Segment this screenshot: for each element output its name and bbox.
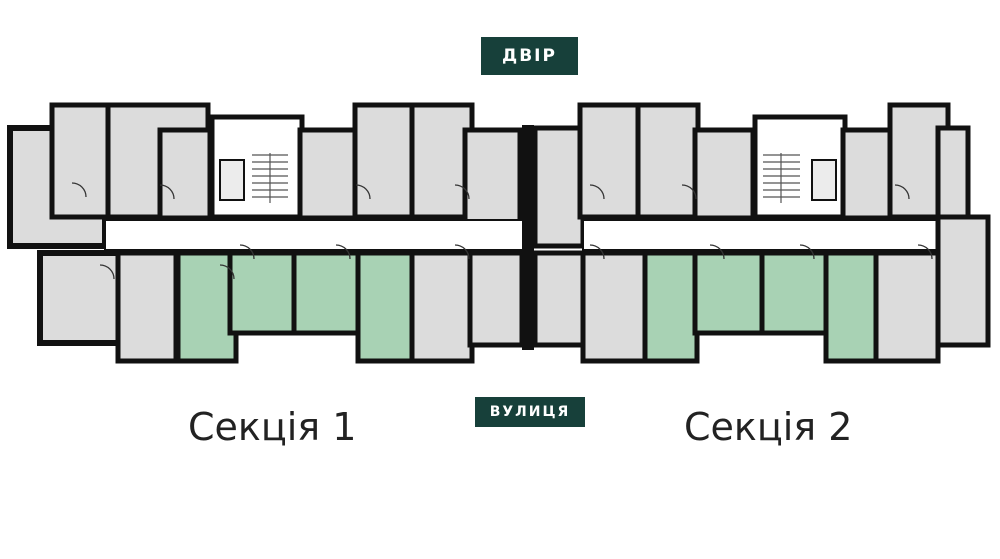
- apartment[interactable]: [840, 127, 896, 221]
- apartment-highlighted[interactable]: [759, 250, 831, 336]
- apartment[interactable]: [580, 250, 648, 364]
- section-1-plan: [7, 102, 526, 364]
- apartment-highlighted[interactable]: [823, 250, 879, 364]
- door-swings: [589, 184, 933, 260]
- apartment[interactable]: [532, 250, 588, 348]
- apartment[interactable]: [37, 250, 123, 346]
- apartment[interactable]: [635, 102, 701, 220]
- apartment-highlighted[interactable]: [227, 250, 297, 336]
- apartment[interactable]: [692, 127, 756, 221]
- apartment-highlighted[interactable]: [291, 250, 361, 336]
- apartment[interactable]: [935, 125, 971, 221]
- apartment[interactable]: [935, 214, 991, 348]
- apartment[interactable]: [115, 250, 179, 364]
- section-divider: [522, 125, 534, 350]
- apartment[interactable]: [467, 250, 525, 348]
- apartment[interactable]: [297, 127, 363, 221]
- street-label: ВУЛИЦЯ: [475, 397, 585, 427]
- staircase: [252, 153, 288, 203]
- apartment-highlighted[interactable]: [175, 250, 239, 364]
- elevator: [811, 159, 837, 201]
- floor-plan: [7, 102, 991, 364]
- door-swings: [71, 182, 470, 280]
- elevator: [219, 159, 245, 201]
- apartment[interactable]: [532, 125, 586, 249]
- apartment-highlighted[interactable]: [692, 250, 765, 336]
- section-2-plan: [532, 102, 991, 364]
- apartment-highlighted[interactable]: [642, 250, 700, 364]
- courtyard-label: ДВІР: [481, 37, 578, 75]
- apartment[interactable]: [409, 250, 475, 364]
- apartment[interactable]: [577, 102, 643, 220]
- apartment[interactable]: [157, 127, 213, 221]
- corridor: [104, 219, 526, 251]
- apartment[interactable]: [49, 102, 113, 220]
- corridor: [582, 219, 939, 251]
- apartment[interactable]: [352, 102, 416, 220]
- apartment-highlighted[interactable]: [355, 250, 416, 364]
- section-1-title: Секція 1: [188, 405, 357, 449]
- staircase: [763, 153, 800, 203]
- apartment[interactable]: [873, 250, 941, 364]
- section-2-title: Секція 2: [684, 405, 853, 449]
